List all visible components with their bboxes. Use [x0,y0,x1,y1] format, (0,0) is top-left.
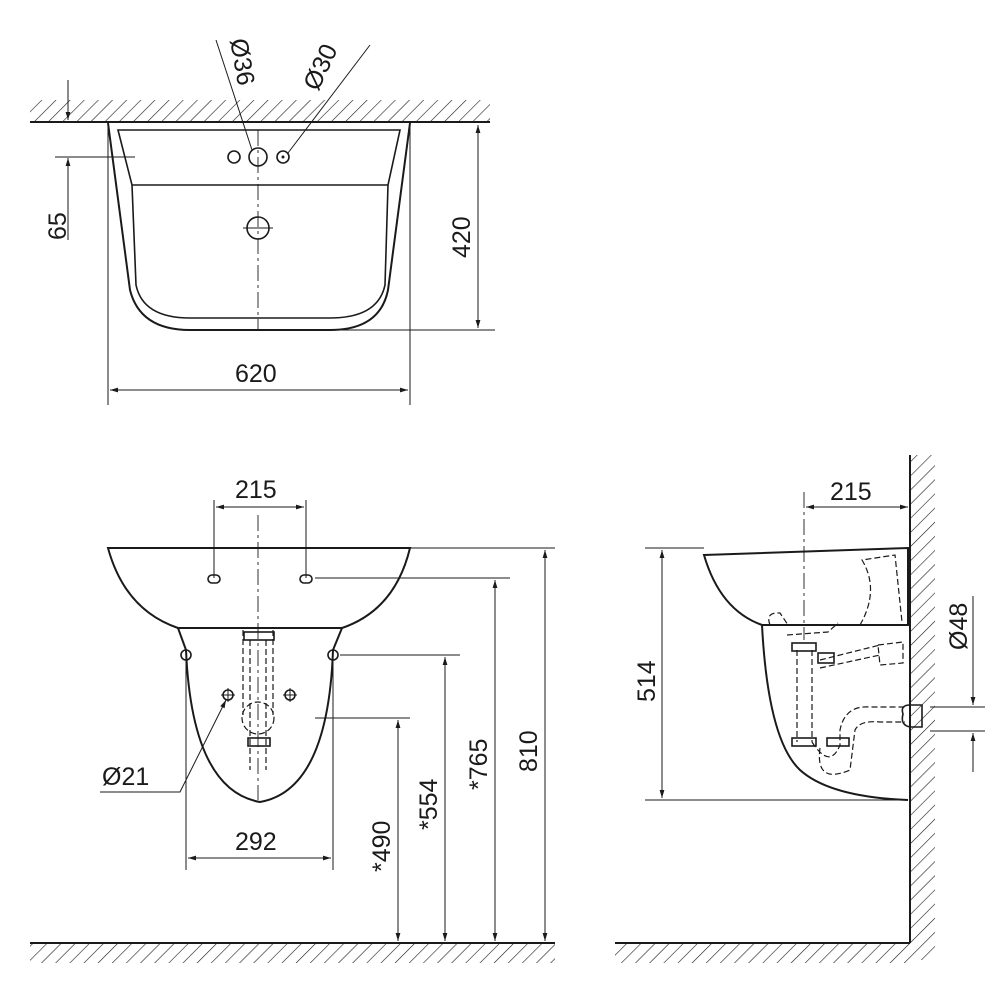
label-292: 292 [235,828,277,856]
basin-inner-top [116,129,401,319]
basin-front [106,547,412,629]
pedestal-front [177,627,343,804]
leader-dia36 [215,39,253,151]
top-view: Ø36 Ø30 65 420 620 [30,36,495,405]
label-dia48: Ø48 [945,603,973,650]
label-420: 420 [448,216,476,258]
label-810: 810 [515,730,543,772]
label-dia30: Ø30 [298,40,343,95]
label-620: 620 [235,360,277,388]
front-view: 215 Ø21 292 *490 *554 *765 810 [30,476,555,963]
tap-hole-center [248,147,268,167]
label-490: *490 [368,821,396,872]
tap-hole-left [227,150,241,164]
label-side-215: 215 [830,478,872,506]
basin-outline-top [107,122,411,331]
label-554: *554 [415,778,443,830]
pedestal-side [761,624,909,801]
wall-hatch-top [30,100,490,122]
label-65: 65 [44,212,72,240]
label-front-215: 215 [235,476,277,504]
label-514: 514 [633,660,661,702]
floor-hatch-front [30,943,555,963]
leader-dia30 [287,44,371,154]
side-view: 215 514 Ø48 [615,455,985,963]
label-dia21: Ø21 [102,763,149,791]
floor-hatch-side [615,943,910,963]
basin-side [702,546,909,626]
label-765: *765 [465,739,493,790]
tap-hole-right [276,150,290,164]
